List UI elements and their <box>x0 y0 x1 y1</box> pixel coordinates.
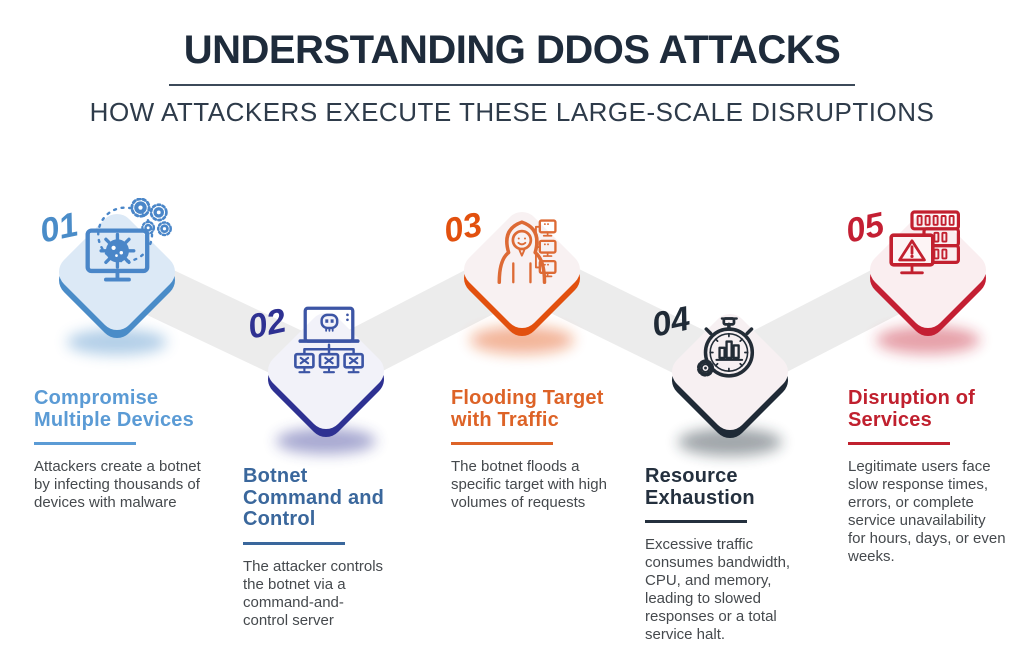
hacker-flood-icon <box>497 219 557 284</box>
step4-diamond <box>671 313 789 456</box>
botnet-command-icon <box>294 306 364 374</box>
step5-underline <box>848 442 950 446</box>
step4-underline <box>645 520 747 524</box>
step5-description: Legitimate users face slow response time… <box>848 458 1006 566</box>
step1-number: 01 <box>36 205 82 251</box>
step1-heading: Compromise Multiple Devices <box>34 387 194 431</box>
step2-description: The attacker controls the botnet via a c… <box>243 557 384 629</box>
step5-heading: Disruption of Services <box>848 387 976 431</box>
step4-text-block: Resource Exhaustion Excessive traffic co… <box>645 465 843 644</box>
step4-heading: Resource Exhaustion <box>645 465 755 509</box>
step3-heading: Flooding Target with Traffic <box>451 387 604 431</box>
page-title: UNDERSTANDING DDOS ATTACKS <box>183 28 841 72</box>
header: UNDERSTANDING DDOS ATTACKS HOW ATTACKERS… <box>0 30 1024 125</box>
page-subtitle: HOW ATTACKERS EXECUTE THESE LARGE-SCALE … <box>89 97 935 127</box>
step3-description: The botnet floods a specific target with… <box>451 458 607 512</box>
step5-number: 05 <box>842 205 888 251</box>
step4-description: Excessive traffic consumes bandwidth, CP… <box>645 536 791 644</box>
step2-text-block: Botnet Command and Control The attacker … <box>243 465 429 630</box>
server-warning-icon <box>889 210 960 275</box>
step2-heading: Botnet Command and Control <box>243 465 385 531</box>
step1-text-block: Compromise Multiple Devices Attackers cr… <box>34 387 226 512</box>
step1-underline <box>34 442 136 446</box>
step3-text-block: Flooding Target with Traffic The botnet … <box>451 387 647 512</box>
step1-description: Attackers create a botnet by infecting t… <box>34 458 201 512</box>
step3-number: 03 <box>440 205 486 251</box>
title-divider <box>169 84 855 86</box>
step5-text-block: Disruption of Services Legitimate users … <box>848 387 1020 566</box>
stopwatch-gear-icon <box>696 317 755 378</box>
step3-underline <box>451 442 553 446</box>
step2-number: 02 <box>244 301 290 347</box>
infected-computer-icon <box>85 198 172 282</box>
step2-underline <box>243 541 345 545</box>
